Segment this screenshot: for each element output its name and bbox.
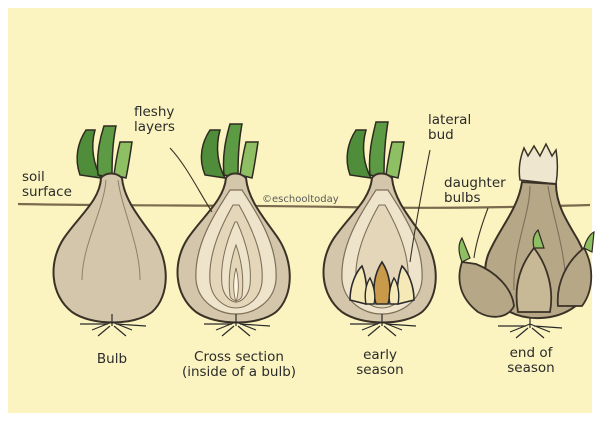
fleshy-layers-label-line2: layers (134, 120, 175, 135)
daughter-bulbs-label: daughter bulbs (444, 176, 506, 206)
end-of-season-caption-line1: end of (498, 346, 564, 361)
daughter-bulbs-label-line2: bulbs (444, 191, 506, 206)
soil-surface-label-line2: surface (22, 185, 72, 200)
bulb-caption: Bulb (88, 352, 136, 367)
early-season-caption: early season (348, 348, 412, 378)
lateral-bud-label: lateral bud (428, 113, 471, 143)
soil-surface-label-line1: soil (22, 170, 72, 185)
early-season-caption-line2: season (348, 363, 412, 378)
early-season-caption-line1: early (348, 348, 412, 363)
daughter-bulbs-label-line1: daughter (444, 176, 506, 191)
end-of-season-caption: end of season (498, 346, 564, 376)
lateral-bud-label-line2: bud (428, 128, 471, 143)
cross-section-caption-line1: Cross section (164, 350, 314, 365)
watermark: ©eschooltoday (262, 194, 339, 205)
soil-surface-label: soil surface (22, 170, 72, 200)
cross-section-caption-line2: (inside of a bulb) (164, 365, 314, 380)
end-of-season-caption-line2: season (498, 361, 564, 376)
fleshy-layers-label: fleshy layers (134, 105, 175, 135)
fleshy-layers-label-line1: fleshy (134, 105, 175, 120)
lateral-bud-label-line1: lateral (428, 113, 471, 128)
cross-section-caption: Cross section (inside of a bulb) (164, 350, 314, 380)
